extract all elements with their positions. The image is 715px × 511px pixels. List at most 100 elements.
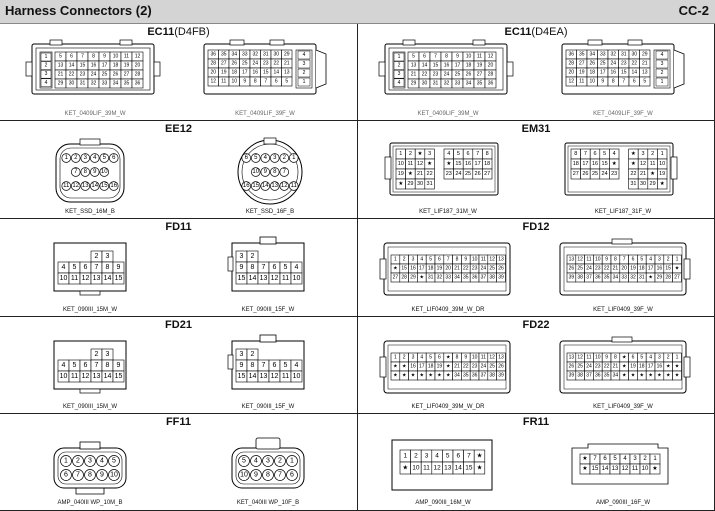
pin-number: 3: [398, 71, 401, 77]
pin-number: 9: [240, 264, 244, 271]
connector-male-label: AMP_040III WP_10M_B: [57, 500, 123, 506]
pin-cell: [262, 455, 274, 467]
pin-number: 6: [466, 151, 469, 157]
connector-outline: [59, 147, 121, 199]
pin-number: 27: [674, 275, 680, 281]
pin-number: 4: [623, 456, 627, 462]
pin-number: 9: [254, 472, 258, 479]
pin-number: 20: [210, 70, 216, 76]
pin-number: 12: [577, 257, 583, 263]
pin-number: 8: [251, 264, 255, 271]
pin-number: 1: [403, 453, 407, 460]
pin-number: 38: [577, 275, 583, 281]
connector-outline: [49, 39, 63, 46]
pin-cell: [609, 168, 620, 180]
pin-cell: [269, 181, 280, 191]
pin-cell: [251, 167, 261, 177]
pin-number: 36: [135, 81, 141, 87]
pin-number: 12: [622, 466, 629, 472]
pin-number: 10: [398, 161, 404, 167]
pin-cell: [484, 78, 497, 89]
pin-number: 3: [273, 155, 277, 161]
connector-outline: [563, 344, 683, 390]
pin-number: 8: [251, 362, 255, 369]
pin-cell: [262, 469, 274, 481]
pin-number: 10: [589, 79, 595, 85]
connector-outline: [75, 488, 105, 495]
pin-number: 1: [303, 79, 306, 85]
connector-female-label: KET_090III_15F_W: [241, 404, 295, 410]
pin-number: 6: [273, 264, 277, 271]
pin-number: 30: [273, 52, 279, 58]
pin-number: 22: [463, 266, 469, 272]
connector-male-label: KET_090III_15M_W: [62, 404, 118, 410]
pin-number: ★: [582, 455, 587, 462]
pin-number: 12: [433, 465, 441, 472]
pin-number: 5: [254, 155, 258, 161]
pin-number: 6: [603, 456, 607, 462]
pin-number: 32: [610, 52, 616, 58]
pin-number: ★: [398, 180, 403, 187]
pin-number: 13: [58, 63, 64, 69]
pin-number: 23: [263, 61, 269, 67]
pin-number: 20: [621, 266, 627, 272]
pin-cell: [281, 76, 293, 87]
connector-outline: [563, 246, 683, 292]
pin-number: ★: [666, 364, 671, 370]
pin-number: 25: [242, 61, 248, 67]
pin-number: 2: [403, 257, 406, 263]
pin-number: 3: [45, 71, 48, 77]
pin-number: 3: [84, 155, 88, 161]
pin-number: 34: [454, 373, 460, 379]
pin-number: 13: [411, 63, 417, 69]
pin-number: 4: [649, 355, 652, 361]
pin-number: 17: [102, 63, 108, 69]
pin-number: 1: [653, 456, 657, 462]
pin-number: 16: [91, 63, 97, 69]
pin-number: 2: [667, 257, 670, 263]
pin-number: 15: [101, 183, 108, 189]
pin-number: 7: [264, 79, 267, 85]
pin-number: 3: [658, 257, 661, 263]
connector-outline: [587, 39, 603, 46]
pin-cell: [238, 455, 250, 467]
pin-cell: [288, 153, 299, 163]
pin-cell: [99, 153, 109, 163]
pin-number: 2: [251, 253, 255, 260]
pin-number: 19: [124, 63, 130, 69]
pin-number: 39: [498, 373, 504, 379]
connector-outline: [259, 334, 277, 343]
connector-outline: [388, 47, 504, 91]
pin-number: 21: [642, 61, 648, 67]
pin-number: ★: [666, 373, 671, 379]
pin-number: 2: [45, 63, 48, 69]
pin-number: 6: [633, 79, 636, 85]
pin-number: 1: [661, 151, 664, 157]
pin-number: 17: [419, 266, 425, 272]
pin-number: 3: [425, 453, 429, 460]
pin-number: 13: [284, 70, 290, 76]
pin-number: ★: [393, 266, 398, 272]
pin-number: 4: [264, 155, 268, 161]
connector-code: EE12: [165, 123, 192, 135]
pin-cell: [393, 52, 405, 62]
pin-cell: [80, 181, 91, 191]
pin-number: 31: [428, 275, 434, 281]
pin-number: 1: [661, 79, 664, 85]
pin-number: ★: [622, 364, 627, 370]
pin-number: 26: [582, 171, 588, 177]
pin-number: 3: [633, 456, 637, 462]
connector-outline: [25, 61, 33, 77]
pin-number: 2: [76, 458, 80, 465]
connector-code: FF11: [165, 416, 192, 428]
pin-number: 10: [231, 79, 237, 85]
pin-number: 17: [419, 364, 425, 370]
pin-cell: [473, 461, 486, 475]
